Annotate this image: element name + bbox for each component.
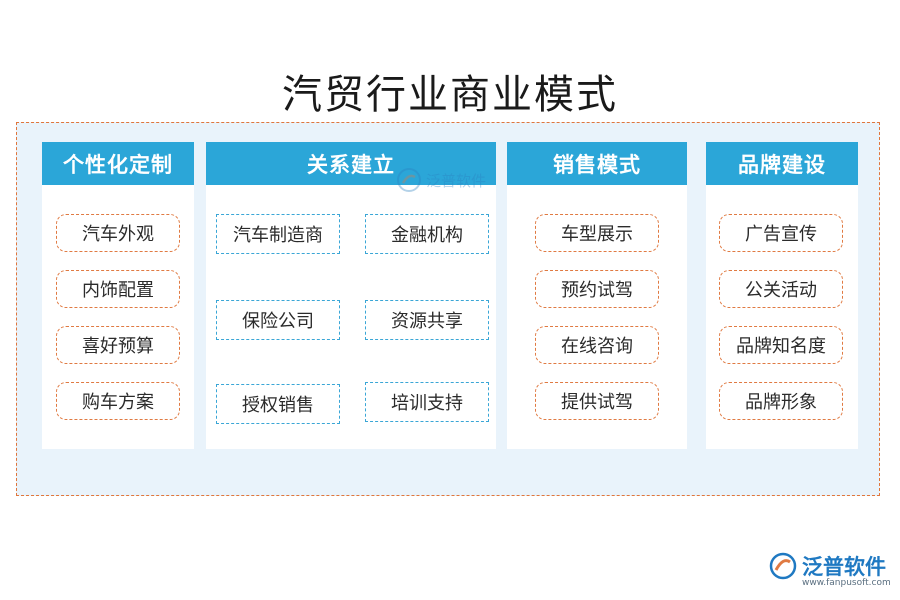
column-header: 关系建立 (206, 142, 496, 185)
watermark: 泛普软件 (396, 167, 486, 193)
item-box: 内饰配置 (56, 270, 180, 308)
item-box: 预约试驾 (535, 270, 659, 308)
footer-url: www.fanpusoft.com (802, 578, 891, 588)
item-box: 广告宣传 (719, 214, 843, 252)
item-box: 授权销售 (216, 384, 340, 424)
column-header: 销售模式 (507, 142, 687, 185)
item-box: 在线咨询 (535, 326, 659, 364)
item-box: 车型展示 (535, 214, 659, 252)
fanpu-logo-icon (769, 552, 797, 580)
item-box: 汽车制造商 (216, 214, 340, 254)
watermark-text: 泛普软件 (426, 171, 487, 190)
item-box: 培训支持 (365, 382, 489, 422)
column-header: 品牌建设 (706, 142, 858, 185)
item-box: 品牌形象 (719, 382, 843, 420)
fanpu-logo-icon (397, 168, 421, 192)
footer-brand-text: 泛普软件 (802, 555, 886, 579)
item-box: 保险公司 (216, 300, 340, 340)
item-box: 提供试驾 (535, 382, 659, 420)
item-box: 资源共享 (365, 300, 489, 340)
item-box: 购车方案 (56, 382, 180, 420)
item-box: 喜好预算 (56, 326, 180, 364)
item-box: 金融机构 (365, 214, 489, 254)
column-header: 个性化定制 (42, 142, 194, 185)
item-box: 汽车外观 (56, 214, 180, 252)
item-box: 品牌知名度 (719, 326, 843, 364)
footer-logo: 泛普软件 www.fanpusoft.com (768, 551, 891, 588)
item-box: 公关活动 (719, 270, 843, 308)
diagram-title: 汽贸行业商业模式 (282, 72, 618, 118)
